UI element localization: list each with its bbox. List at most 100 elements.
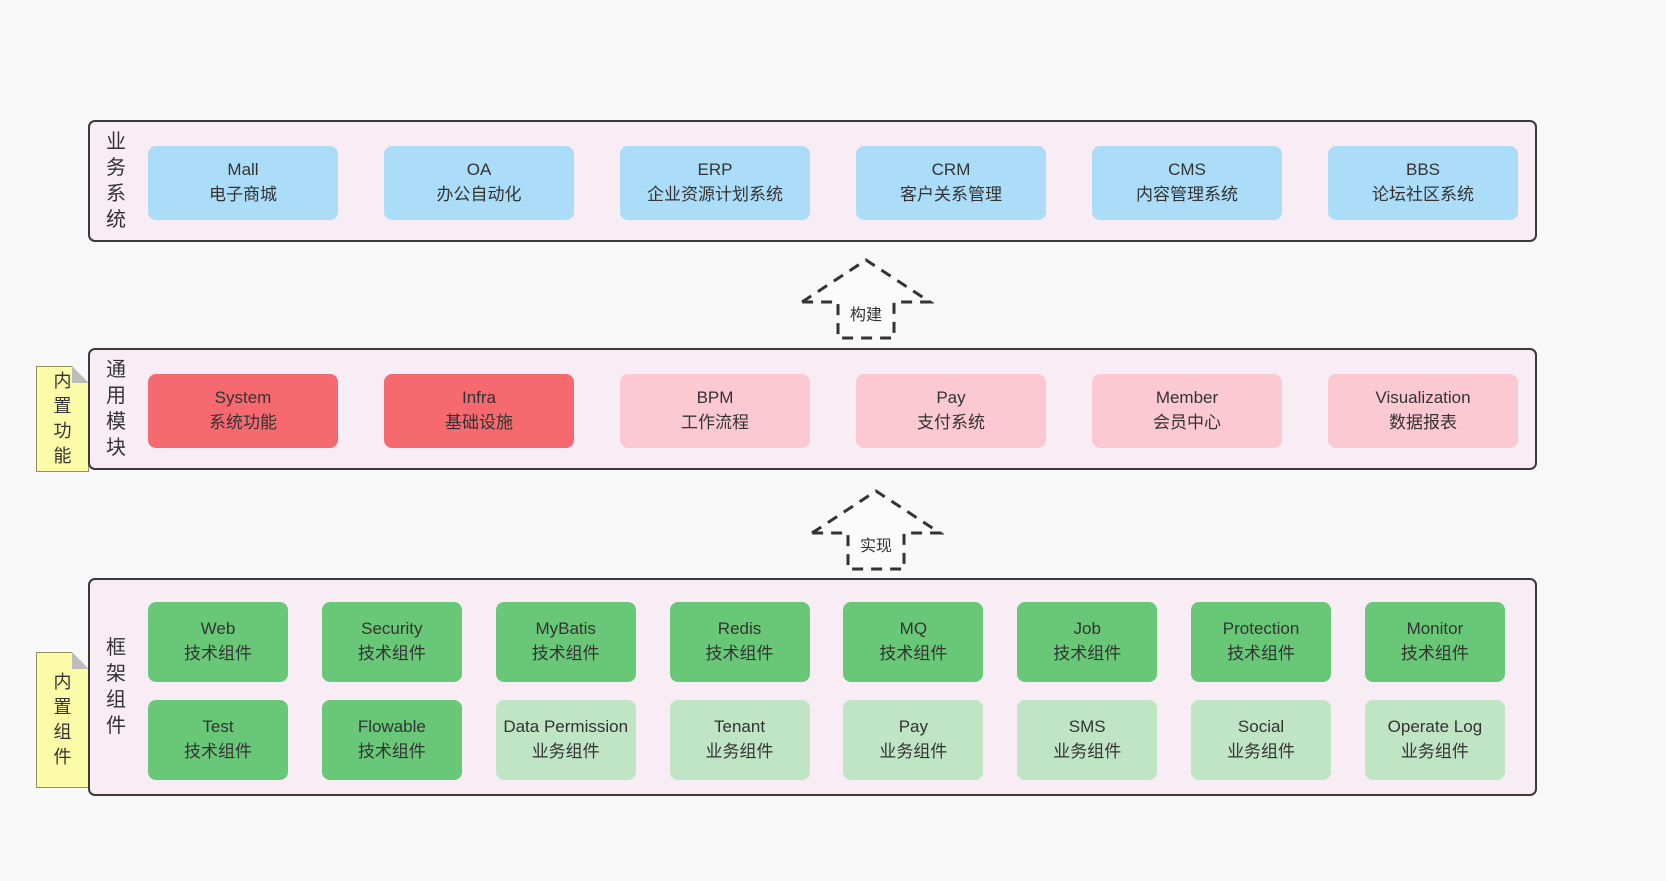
- component-box-pay: Pay 业务组件: [843, 700, 984, 780]
- module-box-system: System 系统功能: [148, 374, 338, 448]
- box-subtitle: 电子商城: [209, 185, 277, 204]
- module-box-pay: Pay 支付系统: [856, 374, 1046, 448]
- system-box-oa: OA 办公自动化: [384, 146, 574, 220]
- component-box-social: Social 业务组件: [1191, 700, 1332, 780]
- box-subtitle: 支付系统: [917, 413, 985, 432]
- system-box-crm: CRM 客户关系管理: [856, 146, 1046, 220]
- box-subtitle: 企业资源计划系统: [647, 185, 783, 204]
- panel-business-systems: 业务系统 Mall 电子商城 OA 办公自动化 ERP 企业资源计划系统 CRM…: [88, 120, 1537, 242]
- box-title: Pay: [898, 717, 929, 737]
- box-title: Infra: [461, 388, 497, 408]
- box-subtitle: 技术组件: [1400, 644, 1469, 663]
- box-subtitle: 技术组件: [184, 742, 252, 761]
- component-box-test: Test 技术组件: [148, 700, 288, 780]
- box-subtitle: 技术组件: [184, 644, 252, 663]
- box-title: Pay: [936, 388, 966, 408]
- box-subtitle: 业务组件: [879, 742, 948, 761]
- module-box-visualization: Visualization 数据报表: [1328, 374, 1518, 448]
- module-box-bpm: BPM 工作流程: [620, 374, 810, 448]
- box-subtitle: 基础设施: [445, 413, 513, 432]
- component-box-monitor: Monitor 技术组件: [1364, 602, 1505, 682]
- components-row-1: Web 技术组件 Security 技术组件 MyBatis 技术组件 Redi…: [148, 602, 1505, 682]
- box-title: OA: [466, 160, 492, 180]
- box-subtitle: 内容管理系统: [1136, 185, 1238, 204]
- box-subtitle: 技术组件: [1227, 644, 1296, 663]
- up-arrow-icon: [798, 258, 934, 340]
- component-box-mq: MQ 技术组件: [843, 602, 984, 682]
- component-box-security: Security 技术组件: [321, 602, 462, 682]
- box-title: Data Permission: [503, 717, 629, 737]
- box-title: Protection: [1222, 619, 1300, 639]
- box-subtitle: 数据报表: [1389, 413, 1457, 432]
- business-boxes-row: Mall 电子商城 OA 办公自动化 ERP 企业资源计划系统 CRM 客户关系…: [148, 146, 1518, 220]
- box-subtitle: 技术组件: [879, 644, 948, 663]
- box-subtitle: 业务组件: [1227, 742, 1296, 761]
- panel-business-label: 业务系统: [106, 131, 126, 231]
- panel-modules-label: 通用模块: [106, 359, 126, 459]
- box-subtitle: 论坛社区系统: [1372, 185, 1474, 204]
- component-box-protection: Protection 技术组件: [1191, 602, 1332, 682]
- system-box-bbs: BBS 论坛社区系统: [1328, 146, 1518, 220]
- box-title: Flowable: [357, 717, 426, 737]
- system-box-erp: ERP 企业资源计划系统: [620, 146, 810, 220]
- component-box-sms: SMS 业务组件: [1017, 700, 1158, 780]
- note-text: 内置组件: [53, 671, 72, 768]
- box-title: ERP: [697, 160, 733, 180]
- box-title: Job: [1073, 619, 1101, 639]
- note-builtin-components: 内置组件: [36, 652, 89, 788]
- box-title: MyBatis: [535, 619, 596, 639]
- component-box-operate-log: Operate Log 业务组件: [1364, 700, 1505, 780]
- box-title: BPM: [696, 388, 734, 408]
- component-box-job: Job 技术组件: [1017, 602, 1158, 682]
- note-fold-icon: [72, 366, 89, 383]
- box-subtitle: 客户关系管理: [900, 185, 1002, 204]
- implement-arrow: 实现: [808, 486, 944, 574]
- box-title: Visualization: [1375, 388, 1471, 408]
- box-subtitle: 会员中心: [1153, 413, 1221, 432]
- box-subtitle: 工作流程: [681, 413, 749, 432]
- box-title: System: [214, 388, 272, 408]
- panel-components-label: 框架组件: [106, 637, 126, 737]
- system-box-mall: Mall 电子商城: [148, 146, 338, 220]
- box-title: Test: [202, 717, 234, 737]
- box-title: MQ: [899, 619, 928, 639]
- module-box-infra: Infra 基础设施: [384, 374, 574, 448]
- component-box-web: Web 技术组件: [148, 602, 288, 682]
- build-arrow-label: 构建: [846, 301, 886, 325]
- box-subtitle: 业务组件: [531, 742, 600, 761]
- box-title: Member: [1155, 388, 1219, 408]
- box-title: BBS: [1405, 160, 1441, 180]
- implement-arrow-label: 实现: [856, 532, 896, 556]
- box-title: Operate Log: [1387, 717, 1483, 737]
- box-subtitle: 系统功能: [209, 413, 277, 432]
- box-subtitle: 技术组件: [1053, 644, 1122, 663]
- panel-common-modules: 通用模块 System 系统功能 Infra 基础设施 BPM 工作流程 Pay…: [88, 348, 1537, 470]
- box-subtitle: 技术组件: [705, 644, 774, 663]
- system-box-cms: CMS 内容管理系统: [1092, 146, 1282, 220]
- component-box-tenant: Tenant 业务组件: [669, 700, 810, 780]
- box-title: CRM: [931, 160, 971, 180]
- component-box-mybatis: MyBatis 技术组件: [495, 602, 636, 682]
- box-title: Web: [200, 619, 236, 639]
- note-text: 内置功能: [53, 370, 72, 467]
- box-title: CMS: [1168, 160, 1206, 180]
- components-row-2: Test 技术组件 Flowable 技术组件 Data Permission …: [148, 700, 1505, 780]
- up-arrow-icon: [808, 489, 944, 571]
- box-title: Security: [361, 619, 423, 639]
- box-subtitle: 技术组件: [357, 742, 426, 761]
- box-title: Tenant: [714, 717, 766, 737]
- box-title: Mall: [227, 160, 259, 180]
- box-title: Social: [1237, 717, 1285, 737]
- box-subtitle: 技术组件: [357, 644, 426, 663]
- box-subtitle: 技术组件: [531, 644, 600, 663]
- box-title: Monitor: [1406, 619, 1464, 639]
- component-box-data-permission: Data Permission 业务组件: [495, 700, 636, 780]
- module-box-member: Member 会员中心: [1092, 374, 1282, 448]
- panel-framework-components: 框架组件 Web 技术组件 Security 技术组件 MyBatis 技术组件…: [88, 578, 1537, 796]
- box-subtitle: 办公自动化: [436, 185, 522, 204]
- note-fold-icon: [72, 652, 89, 669]
- box-subtitle: 业务组件: [1053, 742, 1122, 761]
- component-box-flowable: Flowable 技术组件: [321, 700, 462, 780]
- build-arrow: 构建: [798, 255, 934, 343]
